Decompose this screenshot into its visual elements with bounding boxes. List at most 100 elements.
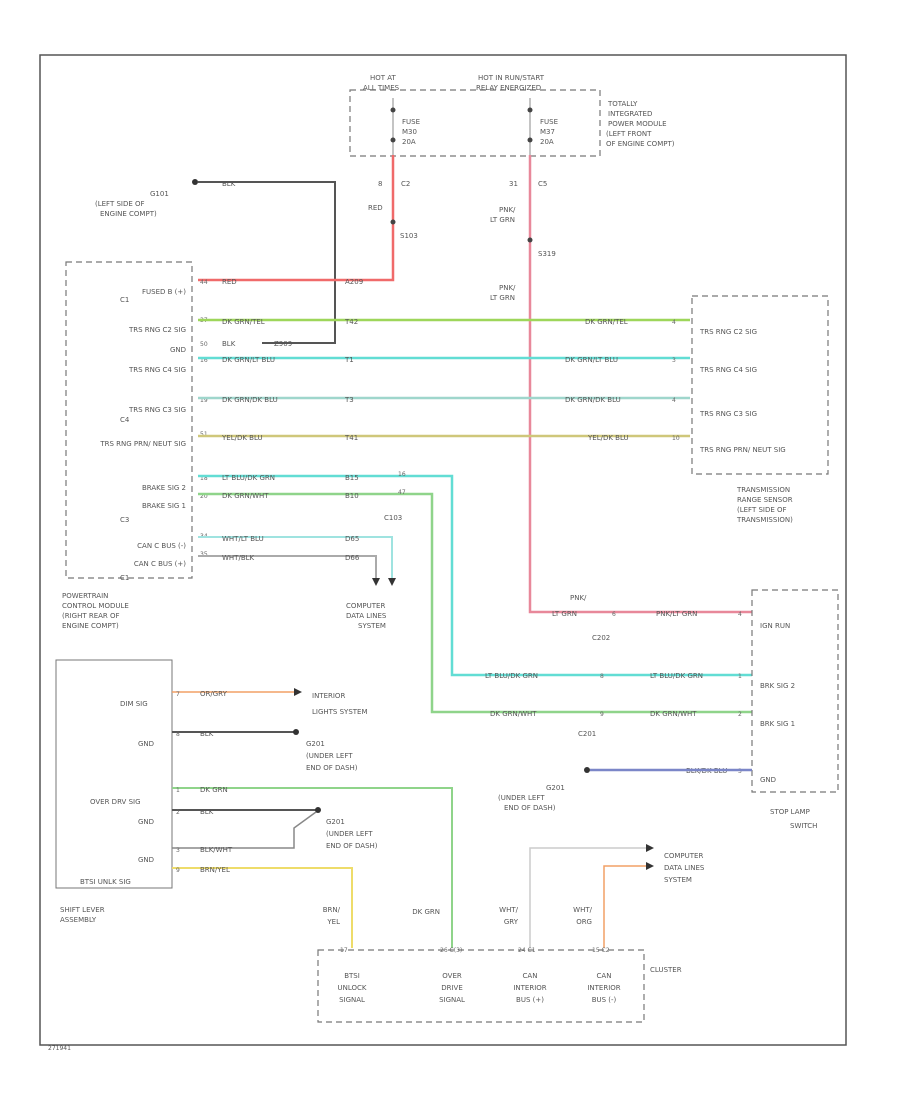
sls-pin-1: BRK SIG 2 bbox=[760, 682, 795, 690]
pcm-pin-num-3: 16 bbox=[200, 357, 208, 364]
pcm-name-l4: ENGINE COMPT) bbox=[62, 622, 119, 630]
trs-pin-label-3: TRS RNG PRN/ NEUT SIG bbox=[699, 446, 786, 454]
sla-pinnum-0: 7 bbox=[176, 691, 180, 698]
s103-node bbox=[390, 219, 396, 225]
cluster-wire-2-line-1: GRY bbox=[504, 918, 519, 926]
sla-name-l1: SHIFT LEVER bbox=[60, 906, 105, 914]
pcm-pin-label-3: TRS RNG C4 SIG bbox=[128, 366, 186, 374]
trs-pin-label-2: TRS RNG C3 SIG bbox=[699, 410, 757, 418]
g201a-l2: (UNDER LEFT bbox=[498, 794, 545, 802]
s319-node bbox=[527, 237, 533, 243]
cluster-wire-0-line-0: BRN/ bbox=[323, 906, 341, 914]
red-label: RED bbox=[368, 204, 383, 212]
fuse-right-l2: M37 bbox=[540, 128, 555, 136]
tipm-l2: INTEGRATED bbox=[608, 110, 652, 118]
brk1-left-wire: DK GRN/WHT bbox=[490, 710, 537, 718]
pcm-circ-9: D66 bbox=[345, 554, 360, 562]
sla-pinnum-3: 2 bbox=[176, 809, 180, 816]
pcm-circ-1: T42 bbox=[344, 318, 358, 326]
cluster-cells: BTSIUNLOCKSIGNALBRN/YEL17OVERDRIVESIGNAL… bbox=[323, 906, 621, 1004]
sla-pin-2: OVER DRV SIG bbox=[90, 798, 141, 806]
pcm-pin-label-6: BRAKE SIG 2 bbox=[142, 484, 186, 492]
trs-box bbox=[691, 295, 829, 475]
pnk-ltgrn-mid-2: LT GRN bbox=[490, 294, 515, 302]
g201c-l1: G201 bbox=[326, 818, 345, 826]
arrow-can-plus bbox=[372, 578, 380, 586]
c5-label: C5 bbox=[538, 180, 547, 188]
sla-wire-5: BRN/YEL bbox=[200, 866, 230, 874]
pnk-ltgrn-mid-1: PNK/ bbox=[499, 284, 516, 292]
cluster-cell-1-line-1: DRIVE bbox=[441, 984, 463, 992]
sla-wire-0: OR/GRY bbox=[200, 690, 228, 698]
sls-pinnum-0: 4 bbox=[738, 611, 742, 618]
sla-pin-3: GND bbox=[138, 818, 154, 826]
interior-l1: INTERIOR bbox=[312, 692, 345, 700]
fuse-right-top-node bbox=[527, 107, 533, 113]
trs-wire-2: DK GRN/DK BLU bbox=[565, 396, 621, 404]
sls-pinnum-1: 1 bbox=[738, 673, 742, 680]
wire-can-plus bbox=[198, 555, 377, 580]
sla-wire-4: BLK/WHT bbox=[200, 846, 233, 854]
sla-wire-2: DK GRN bbox=[200, 786, 228, 794]
sla-box bbox=[55, 659, 173, 889]
arrow-cds2-a bbox=[646, 844, 654, 852]
wire-btsi bbox=[172, 867, 353, 948]
c103-pin1: 16 bbox=[398, 471, 406, 478]
sls-wire-1: LT BLU/DK GRN bbox=[650, 672, 703, 680]
pcm-name-l1: POWERTRAIN bbox=[62, 592, 108, 600]
tipm-l5: OF ENGINE COMPT) bbox=[606, 140, 675, 148]
sla-pinnum-2: 1 bbox=[176, 787, 180, 794]
g201-a-node bbox=[584, 767, 590, 773]
c201-pin1: 8 bbox=[600, 673, 604, 680]
pnk-ltgrn-top-1: PNK/ bbox=[499, 206, 516, 214]
pcm-wire-8: WHT/LT BLU bbox=[222, 535, 264, 543]
fuse-right-bottom-node bbox=[527, 137, 533, 143]
g201b-l1: G201 bbox=[306, 740, 325, 748]
cluster-wire-3-line-0: WHT/ bbox=[573, 906, 592, 914]
pcm-circ-2: Z909 bbox=[274, 340, 292, 348]
pcm-circ-5: T41 bbox=[344, 434, 358, 442]
g201b-l3: END OF DASH) bbox=[306, 764, 358, 772]
sla-name-l2: ASSEMBLY bbox=[60, 916, 97, 924]
sla-pinnum-5: 9 bbox=[176, 867, 180, 874]
cluster-wire-3-line-1: ORG bbox=[576, 918, 592, 926]
cluster-wire-2-line-0: WHT/ bbox=[499, 906, 518, 914]
pcm-name-l3: (RIGHT REAR OF bbox=[62, 612, 120, 620]
pcm-wire-6: LT BLU/DK GRN bbox=[222, 474, 275, 482]
cluster-cell-2-line-0: CAN bbox=[523, 972, 538, 980]
sls-pinnum-3: 3 bbox=[738, 768, 742, 775]
hot-in-run-l2: RELAY ENERGIZED bbox=[476, 84, 541, 92]
interior-l2: LIGHTS SYSTEM bbox=[312, 708, 368, 716]
pcm-pin-num-5: 51 bbox=[200, 431, 208, 438]
pcm-pin-num-9: 35 bbox=[200, 551, 208, 558]
cds2-l2: DATA LINES bbox=[664, 864, 705, 872]
sla-pinnum-4: 3 bbox=[176, 847, 180, 854]
cds2-l3: SYSTEM bbox=[664, 876, 692, 884]
s103-label: S103 bbox=[400, 232, 418, 240]
pcm-wire-1: DK GRN/TEL bbox=[222, 318, 265, 326]
cds1-l1: COMPUTER bbox=[346, 602, 385, 610]
g101-l1: G101 bbox=[150, 190, 169, 198]
pcm-wire-9: WHT/BLK bbox=[222, 554, 255, 562]
arrow-interior-lights bbox=[294, 688, 302, 696]
diagram-id: 271941 bbox=[48, 1045, 71, 1052]
pcm-pin-num-4: 19 bbox=[200, 397, 208, 404]
trs-name-l1: TRANSMISSION bbox=[736, 486, 790, 494]
sls-pnk-2: LT GRN bbox=[552, 610, 577, 618]
wire-sla-gnd-3 bbox=[172, 811, 317, 849]
pcm-conn-c3: C3 bbox=[120, 516, 129, 524]
pcm-name-l2: CONTROL MODULE bbox=[62, 602, 129, 610]
sla-pin-5: BTSI UNLK SIG bbox=[80, 878, 131, 886]
pcm-pin-label-7: BRAKE SIG 1 bbox=[142, 502, 186, 510]
g201a-l1: G201 bbox=[546, 784, 565, 792]
c103-label: C103 bbox=[384, 514, 402, 522]
pcm-circ-0: A209 bbox=[345, 278, 363, 286]
cluster-cell-0-line-0: BTSI bbox=[344, 972, 360, 980]
arrow-can-minus bbox=[388, 578, 396, 586]
cluster-cell-3-line-2: BUS (-) bbox=[592, 996, 617, 1004]
pcm-pin-num-7: 20 bbox=[200, 493, 208, 500]
c2-label: C2 bbox=[401, 180, 410, 188]
trs-wire-0: DK GRN/TEL bbox=[585, 318, 628, 326]
cluster-wire-1-line-0: DK GRN bbox=[412, 908, 440, 916]
g101-ground-wire bbox=[198, 181, 336, 344]
